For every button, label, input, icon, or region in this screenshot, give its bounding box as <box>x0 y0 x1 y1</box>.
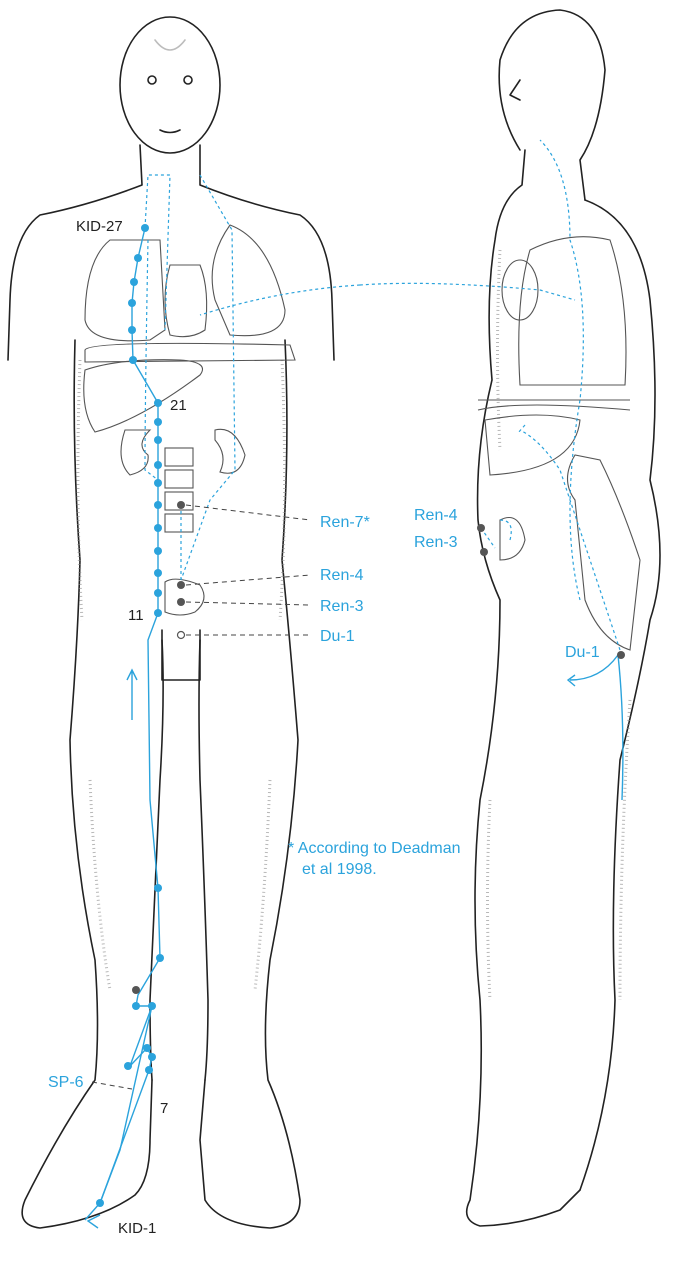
footnote-line2: et al 1998. <box>302 861 377 878</box>
side-label-ren4: Ren-4 <box>414 507 458 524</box>
label-7: 7 <box>160 1100 168 1117</box>
front-leader-lines <box>91 504 311 1090</box>
side-body-outline <box>465 9 661 1227</box>
label-21: 21 <box>170 397 187 414</box>
kidney-meridian-front <box>84 174 361 1229</box>
front-body-outline <box>7 16 335 1229</box>
label-kid27: KID-27 <box>76 218 123 235</box>
label-ren3: Ren-3 <box>320 598 364 615</box>
label-ren4: Ren-4 <box>320 567 364 584</box>
side-label-ren3: Ren-3 <box>414 534 458 551</box>
side-points <box>477 524 625 659</box>
label-sp6: SP-6 <box>48 1074 84 1091</box>
front-organs <box>83 224 296 616</box>
label-ren7: Ren-7* <box>320 514 370 531</box>
label-kid1: KID-1 <box>118 1220 156 1237</box>
label-du1: Du-1 <box>320 628 355 645</box>
label-11: 11 <box>128 607 144 624</box>
side-organs <box>477 236 641 651</box>
side-label-du1: Du-1 <box>565 644 600 661</box>
footnote-line1: * According to Deadman <box>288 840 461 857</box>
meridian-side <box>359 139 624 801</box>
front-points <box>96 224 186 1207</box>
